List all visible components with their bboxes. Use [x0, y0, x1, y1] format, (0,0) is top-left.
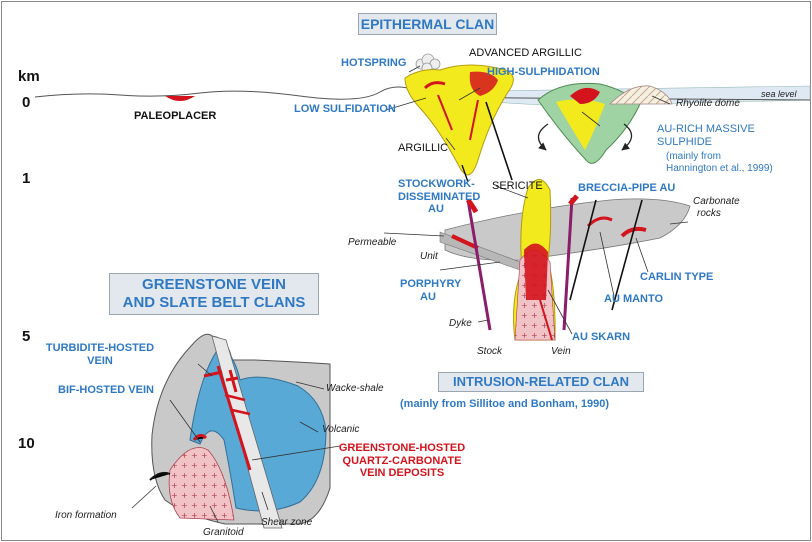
label-carbonate-line2: rocks [697, 208, 721, 220]
label-permeable-line2: Unit [420, 251, 438, 263]
greenstone-clan-title: GREENSTONE VEIN AND SLATE BELT CLANS [109, 273, 319, 315]
label-low-sulfidation: LOW SULFIDATION [294, 103, 396, 116]
label-greenstone-hosted-line1: GREENSTONE-HOSTED [322, 442, 482, 455]
label-greenstone-hosted-line3: VEIN DEPOSITS [322, 467, 482, 480]
depth-unit-label: km [18, 68, 40, 85]
greenstone-title-line2: AND SLATE BELT CLANS [110, 294, 318, 312]
breccia-pipe-body [570, 196, 577, 204]
label-stockwork-line1: STOCKWORK- [398, 178, 474, 191]
label-porphyry-line1: PORPHYRY [400, 278, 456, 291]
intrusion-source-citation: (mainly from Sillitoe and Bonham, 1990) [400, 398, 609, 411]
label-au-skarn: AU SKARN [572, 331, 630, 344]
label-paleoplacer: PALEOPLACER [134, 110, 216, 123]
label-dyke: Dyke [449, 318, 472, 330]
depth-tick-10: 10 [18, 435, 35, 452]
label-breccia-pipe: BRECCIA-PIPE AU [578, 182, 675, 195]
label-vms-line1: AU-RICH MASSIVE [657, 123, 755, 136]
label-high-sulphidation: HIGH-SULPHIDATION [487, 66, 600, 79]
label-granitoid: Granitoid [203, 527, 244, 539]
label-carbonate-line1: Carbonate [693, 196, 740, 208]
label-bif-hosted: BIF-HOSTED VEIN [58, 384, 154, 397]
label-sea-level: sea level [761, 89, 797, 99]
paleoplacer-body [165, 96, 195, 101]
label-stockwork: STOCKWORK- DISSEMINATED AU [398, 178, 474, 216]
label-stock: Stock [477, 346, 502, 358]
label-stockwork-line3: AU [398, 203, 474, 216]
label-vms-source-line2: Hannington et al., 1999) [666, 163, 773, 175]
label-greenstone-hosted: GREENSTONE-HOSTED QUARTZ-CARBONATE VEIN … [322, 442, 482, 480]
epithermal-clan-title: EPITHERMAL CLAN [358, 13, 497, 35]
label-turbidite-line1: TURBIDITE-HOSTED [40, 342, 160, 355]
label-permeable-line1: Permeable [348, 237, 396, 249]
depth-tick-5: 5 [22, 328, 30, 345]
label-volcanic: Volcanic [322, 424, 359, 436]
label-wacke-shale: Wacke-shale [326, 383, 384, 395]
label-advanced-argillic: ADVANCED ARGILLIC [469, 47, 582, 60]
label-porphyry-au: PORPHYRY AU [400, 278, 456, 303]
greenstone-title-line1: GREENSTONE VEIN [110, 276, 318, 294]
label-carlin-type: CARLIN TYPE [640, 271, 713, 284]
porphyry-au-zone [524, 243, 548, 300]
label-sericite: SERICITE [492, 180, 543, 193]
label-vms-line2: SULPHIDE [657, 136, 712, 149]
label-au-manto: AU MANTO [604, 293, 663, 306]
label-argillic: ARGILLIC [398, 142, 448, 155]
label-vein: Vein [551, 346, 571, 358]
intrusion-clan-title: INTRUSION-RELATED CLAN [438, 372, 644, 392]
label-iron-formation: Iron formation [55, 510, 117, 522]
depth-tick-0: 0 [22, 94, 30, 111]
label-hotspring: HOTSPRING [341, 57, 406, 70]
label-stockwork-line2: DISSEMINATED [398, 191, 474, 204]
label-vms-source-line1: (mainly from [666, 151, 721, 163]
depth-tick-1: 1 [22, 170, 30, 187]
label-porphyry-line2: AU [400, 291, 456, 304]
label-turbidite-hosted: TURBIDITE-HOSTED VEIN [40, 342, 160, 367]
label-turbidite-line2: VEIN [40, 355, 160, 368]
label-rhyolite-dome: Rhyolite dome [676, 98, 740, 110]
label-greenstone-hosted-line2: QUARTZ-CARBONATE [322, 455, 482, 468]
label-shear-zone: Shear zone [261, 517, 312, 529]
circulation-arrow-left [538, 124, 548, 150]
